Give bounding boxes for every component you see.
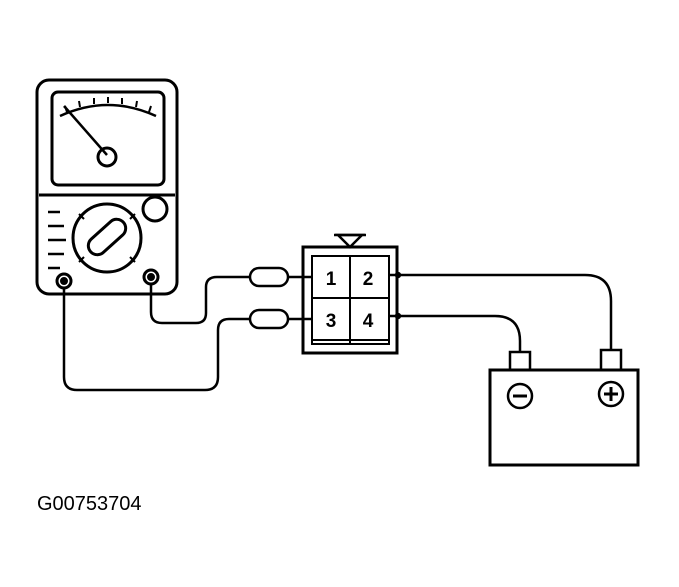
meter-needle [63, 105, 108, 156]
pin-3-label: 3 [326, 311, 337, 332]
needle-pivot-icon [96, 146, 118, 168]
lead-meter-to-pin1 [149, 275, 250, 325]
test-leads [62, 266, 313, 392]
probe-tip-1 [248, 266, 290, 288]
battery-negative-terminal [508, 350, 532, 372]
connector: 1 2 3 4 [301, 233, 399, 355]
selector-pointer [86, 217, 128, 257]
pin-4-label: 4 [363, 311, 374, 332]
battery-wires [389, 271, 613, 352]
figure-code: G00753704 [37, 493, 142, 515]
wire-pin4-to-battery-negative [389, 314, 522, 352]
range-markings [48, 210, 66, 270]
pin-1-label: 1 [326, 269, 337, 290]
battery-positive-terminal [599, 348, 623, 372]
connector-body [301, 245, 399, 355]
meter-face [50, 90, 166, 187]
meter-scale-arc [59, 103, 157, 118]
selector-knob [71, 202, 143, 274]
pin-2-label: 2 [363, 269, 374, 290]
battery-positive-icon [597, 380, 625, 408]
battery [488, 348, 640, 467]
multimeter-body [35, 78, 179, 296]
battery-body [488, 368, 640, 467]
wire-pin2-to-battery-positive [389, 273, 613, 350]
probe-tip-2 [248, 308, 290, 330]
lead-meter-to-pin3 [62, 288, 250, 392]
multimeter [35, 78, 179, 296]
connector-lock-tab-icon [334, 233, 366, 249]
battery-negative-icon [506, 382, 534, 410]
zero-adjust-button [141, 195, 169, 223]
selector-knob-notches [78, 213, 136, 263]
